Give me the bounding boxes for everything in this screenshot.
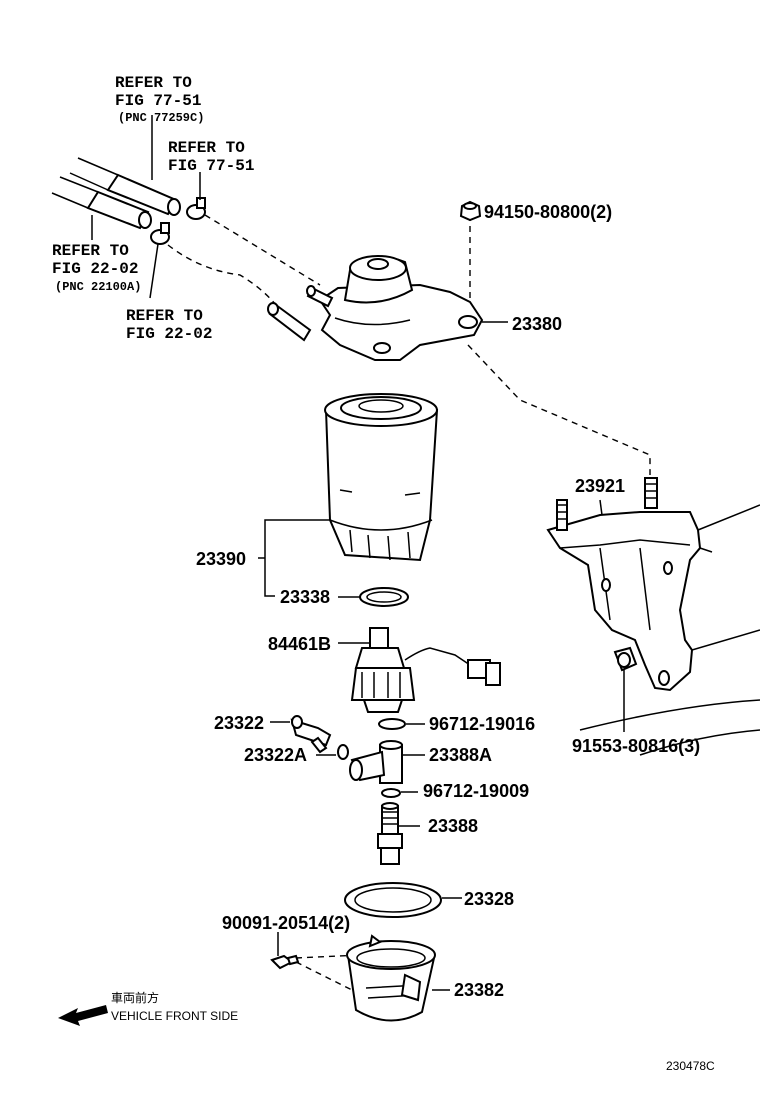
- label-96712-19016: 96712-19016: [429, 714, 535, 734]
- label-91553: 91553-80816(3): [572, 736, 700, 756]
- label-23322: 23322: [214, 713, 264, 733]
- filter-element-23390[interactable]: [324, 393, 439, 562]
- o-ring-96712-19016[interactable]: [378, 718, 406, 730]
- label-90091: 90091-20514(2): [222, 913, 350, 933]
- label-23382: 23382: [454, 980, 504, 1000]
- label-23328: 23328: [464, 889, 514, 909]
- ref-b-line2: FIG 77-51: [168, 157, 254, 175]
- o-ring-23322A[interactable]: [337, 744, 349, 760]
- drain-valve-23322[interactable]: [290, 715, 332, 754]
- filter-bracket-23382[interactable]: [346, 934, 436, 1022]
- label-94150: 94150-80800(2): [484, 202, 612, 222]
- ref-c-line2: FIG 22-02: [52, 260, 138, 278]
- direction-label-en: VEHICLE FRONT SIDE: [111, 1009, 238, 1023]
- label-23322A: 23322A: [244, 745, 307, 765]
- label-23338: 23338: [280, 587, 330, 607]
- drain-plug-23388A[interactable]: [349, 740, 403, 784]
- vehicle-front-arrow-icon: [58, 1005, 108, 1026]
- nut-94150[interactable]: [459, 200, 482, 222]
- label-84461B: 84461B: [268, 634, 331, 654]
- label-23921: 23921: [575, 476, 625, 496]
- water-level-sensor-84461B[interactable]: [350, 627, 501, 713]
- ref-b-line1: REFER TO: [168, 139, 245, 157]
- drain-cock-23388[interactable]: [377, 802, 403, 865]
- hose-clamp-upper[interactable]: [186, 197, 206, 220]
- label-23380: 23380: [512, 314, 562, 334]
- ref-a-line2: FIG 77-51: [115, 92, 201, 110]
- ref-d-line1: REFER TO: [126, 307, 203, 325]
- ref-c-line1: REFER TO: [52, 242, 129, 260]
- filter-head-23380[interactable]: [267, 255, 484, 361]
- direction-label-jp: 車両前方: [111, 990, 159, 1005]
- ref-a-line1: REFER TO: [115, 74, 192, 92]
- hose-clamp-lower[interactable]: [150, 222, 170, 245]
- fuel-hoses: [51, 115, 181, 230]
- screw-90091-20514[interactable]: [270, 954, 300, 970]
- o-ring-23338[interactable]: [359, 587, 409, 607]
- o-ring-96712-19009[interactable]: [381, 788, 401, 798]
- label-23390: 23390: [196, 549, 246, 569]
- label-96712-19009: 96712-19009: [423, 781, 529, 801]
- label-23388: 23388: [428, 816, 478, 836]
- ref-a-line3: (PNC 77259C): [118, 111, 204, 125]
- mounting-bracket-23921[interactable]: [546, 477, 760, 692]
- bolt-91553-80816[interactable]: [613, 646, 638, 672]
- label-23388A: 23388A: [429, 745, 492, 765]
- gasket-23328[interactable]: [344, 882, 442, 918]
- ref-d-line2: FIG 22-02: [126, 325, 212, 343]
- ref-c-line3: (PNC 22100A): [55, 280, 141, 294]
- figure-code: 230478C: [666, 1059, 715, 1073]
